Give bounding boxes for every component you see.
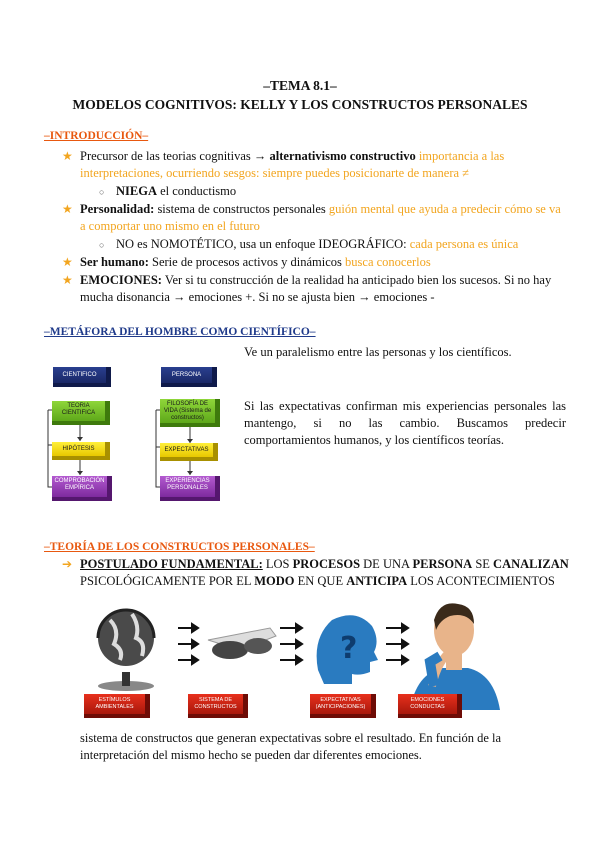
metafora-p1: Ve un paralelismo entre las personas y l… xyxy=(244,345,512,359)
diagram-connectors xyxy=(47,409,193,488)
label-emociones: EMOCIONES CONDUCTAS xyxy=(398,694,462,718)
postulado: ➔ POSTULADO FUNDAMENTAL: LOS PROCESOS DE… xyxy=(62,557,569,588)
diagram-left-1: TEORIA CIENTIFICA xyxy=(52,401,110,425)
doc-subtitle: MODELOS COGNITIVOS: KELLY Y LOS CONSTRUC… xyxy=(72,97,528,112)
intro-bullet-4: ★ EMOCIONES: Ver si tu construcción de l… xyxy=(62,273,552,304)
process-illustration: ? ESTÍMULOS AMBIENTALES SISTEMA DE CONST… xyxy=(80,590,540,720)
label-estimulos: ESTÍMULOS AMBIENTALES xyxy=(84,694,150,718)
metafora-heading: –METÁFORA DEL HOMBRE COMO CIENTÍFICO– xyxy=(44,326,316,338)
glasses-icon xyxy=(207,627,277,659)
doc-title: –TEMA 8.1– xyxy=(263,78,337,93)
diagram-left-3: COMPROBACIÓN EMPÍRICA xyxy=(52,476,112,501)
head-question-icon: ? xyxy=(316,615,378,684)
diagram-right-2: EXPECTATIVAS xyxy=(160,443,218,461)
intro-heading: –INTRODUCCIÓN– xyxy=(44,130,149,142)
diagram-left-title: CIENTIFICO xyxy=(53,367,111,387)
scientist-person-diagram: CIENTIFICO TEORIA CIENTIFICA HIPÓTESIS C… xyxy=(30,355,230,510)
arrow-group-3 xyxy=(386,622,410,666)
arrow-group-1 xyxy=(178,622,200,666)
intro-sub-1: ○ NIEGA el conductismo xyxy=(99,183,556,200)
star-bullet-icon: ★ xyxy=(62,255,73,269)
star-bullet-icon: ★ xyxy=(62,149,73,163)
intro-bullet-1: ★ Precursor de las teorias cognitivas → … xyxy=(62,149,505,180)
star-bullet-icon: ★ xyxy=(62,202,73,216)
diagram-right-1: FILOSOFÍA DE VIDA (Sistema de constructo… xyxy=(160,399,220,427)
intro-bullet-3: ★ Ser humano: Serie de procesos activos … xyxy=(62,255,431,269)
label-expectativas: EXPECTATIVAS (ANTICIPACIONES) xyxy=(310,694,376,718)
process-art: ? xyxy=(96,603,500,710)
arrow-bullet-icon: ➔ xyxy=(62,557,73,571)
arrow-group-2 xyxy=(280,622,304,666)
svg-text:?: ? xyxy=(340,631,357,666)
star-bullet-icon: ★ xyxy=(62,273,73,287)
circle-bullet-icon: ○ xyxy=(99,240,105,250)
diagram-left-2: HIPÓTESIS xyxy=(52,442,110,460)
teoria-closing: sistema de constructos que generan expec… xyxy=(80,731,502,762)
diagram-right-3: EXPERIENCIAS PERSONALES xyxy=(160,476,220,501)
intro-bullet-2: ★ Personalidad: sistema de constructos p… xyxy=(62,202,561,233)
label-sistema: SISTEMA DE CONSTRUCTOS xyxy=(188,694,248,718)
intro-sub-2: ○ NO es NOMOTÉTICO, usa un enfoque IDEOG… xyxy=(99,236,566,253)
globe-icon xyxy=(96,608,156,691)
circle-bullet-icon: ○ xyxy=(99,187,105,197)
teoria-heading: –TEORÍA DE LOS CONSTRUCTOS PERSONALES– xyxy=(44,541,315,553)
diagram-right-title: PERSONA xyxy=(161,367,217,387)
metafora-p2: Si las expectativas confirman mis experi… xyxy=(244,399,566,447)
